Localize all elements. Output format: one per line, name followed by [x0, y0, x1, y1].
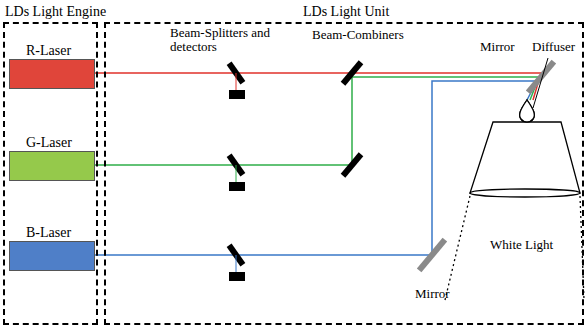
group-heading: LDs Light Engine	[5, 4, 106, 19]
splitter-label: Beam-Splitters and detectors	[170, 26, 270, 55]
blue-laser: B-Laser	[9, 241, 95, 271]
diffuser-label: Diffuser	[532, 40, 575, 54]
top-mirror	[526, 60, 556, 94]
red-beam	[93, 72, 541, 74]
beam-combiners	[341, 60, 364, 177]
laser-label: R-Laser	[26, 43, 71, 58]
diffuser-bulb	[520, 100, 535, 122]
group-heading: LDs Light Unit	[303, 4, 389, 19]
lamp-lens	[470, 189, 580, 197]
laser-label: G-Laser	[26, 135, 72, 150]
engine-group: LDs Light EngineR-LaserG-LaserB-Laser	[3, 22, 98, 325]
reflector-cone	[470, 122, 580, 193]
beam-splitters	[227, 61, 246, 266]
diffuser-bulb	[520, 100, 535, 122]
red-laser: R-Laser	[9, 59, 95, 89]
combiner-label: Beam-Combiners	[312, 28, 404, 42]
light-label: White Light	[490, 238, 553, 252]
bottom-mirror	[417, 238, 447, 272]
mirror-label: Mirror	[415, 287, 450, 301]
light-spread	[445, 196, 470, 300]
laser-label: B-Laser	[26, 225, 71, 240]
leader-line	[533, 58, 548, 108]
green-laser: G-Laser	[9, 151, 95, 181]
unit-group: LDs Light Unit	[104, 22, 584, 325]
splitter-tap	[236, 165, 237, 182]
green-beam	[93, 77, 539, 165]
blue-beam	[93, 81, 537, 255]
splitter-tap	[236, 255, 237, 272]
mirror-label: Mirror	[480, 40, 515, 54]
splitter-tap	[236, 73, 237, 90]
detectors	[229, 90, 245, 281]
